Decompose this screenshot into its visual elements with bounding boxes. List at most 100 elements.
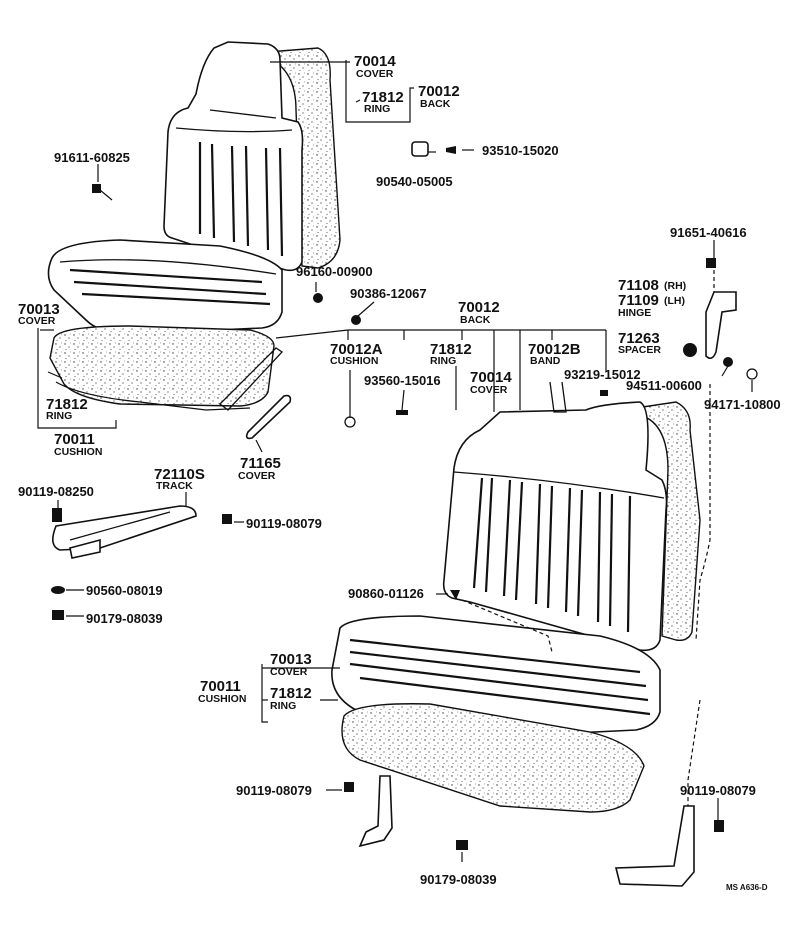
- part-number: 70012B: [528, 341, 581, 358]
- part-number: 70014: [354, 53, 396, 70]
- seat-hinge-right: [614, 805, 695, 887]
- footer-code: MS A636-D: [726, 883, 768, 892]
- bolt-91611-icon: [92, 184, 113, 201]
- bench-seat-cushion-pad: [341, 703, 645, 813]
- part-number: 70012: [418, 83, 460, 100]
- part-name: COVER: [18, 315, 56, 327]
- part-number: 70014: [470, 369, 512, 386]
- part-name: COVER: [270, 666, 308, 678]
- seat-track-assembly: [52, 505, 197, 559]
- callout-93560: 93560-15016: [364, 373, 441, 388]
- part-name: CUSHION: [54, 446, 102, 458]
- leader-lines: [37, 60, 753, 862]
- callout-90179-bottom: 90179-08039: [420, 872, 497, 887]
- callout-90119-08250: 90119-08250: [18, 484, 94, 499]
- part-name: RING: [430, 355, 456, 367]
- part-name: RING: [364, 103, 390, 115]
- callout-90119-08079-br: 90119-08079: [680, 783, 756, 798]
- callout-70012A: 70012A CUSHION: [330, 341, 383, 367]
- ring-icon: [344, 416, 356, 428]
- callout-94511: 94511-00600: [626, 378, 702, 393]
- part-name: CUSHION: [198, 693, 246, 705]
- part-name: RING: [46, 410, 72, 422]
- callout-71109: 71109 (LH) HINGE: [618, 292, 685, 319]
- part-number: 71263: [618, 330, 660, 347]
- callout-71263: 71263 SPACER: [618, 330, 661, 356]
- part-name: BACK: [460, 314, 491, 326]
- callout-70012-mid: 70012 BACK: [458, 299, 500, 326]
- clip-90386-icon: [351, 315, 361, 325]
- callout-71812-left: 71812 RING: [46, 396, 88, 422]
- part-name: HINGE: [618, 307, 651, 319]
- part-name: COVER: [356, 68, 394, 80]
- screw-93219-icon: [600, 390, 608, 396]
- bolt-90119-08079-bl-icon: [344, 782, 354, 792]
- part-name: COVER: [238, 470, 276, 482]
- part-number: 70012: [458, 299, 500, 316]
- bucket-seat-cushion-cover: [47, 239, 283, 335]
- part-number: 71109: [618, 292, 659, 309]
- bucket-seat-frame-rail: [55, 347, 283, 411]
- seat-hinge-left: [358, 775, 393, 848]
- callout-71812-bottom: 71812 RING: [270, 685, 312, 712]
- part-number: 70013: [18, 301, 60, 318]
- part-name: TRACK: [156, 480, 193, 492]
- callout-71165: 71165 COVER: [238, 455, 281, 482]
- bucket-seat-cushion-pad: [49, 325, 275, 407]
- callout-90119-08079-track: 90119-08079: [246, 516, 322, 531]
- part-number: 71165: [240, 455, 281, 472]
- callout-90560: 90560-08019: [86, 583, 163, 598]
- bolt-90119-08079-br-icon: [714, 820, 724, 832]
- callout-70011-bottom: 70011 CUSHION: [198, 678, 246, 705]
- bench-seat-backrest: [442, 401, 668, 652]
- bolt-90119-08250-icon: [52, 508, 62, 522]
- part-name: BACK: [420, 98, 451, 110]
- callout-90386: 90386-12067: [350, 286, 427, 301]
- clip-90860-icon: [450, 590, 460, 600]
- part-number: 70012A: [330, 341, 383, 358]
- callout-70013-bottom: 70013 COVER: [270, 651, 312, 678]
- part-side: (RH): [664, 280, 686, 292]
- bolt-90119-08079-track-icon: [222, 514, 232, 524]
- callout-91611: 91611-60825: [54, 150, 130, 165]
- callout-90540: 90540-05005: [376, 174, 453, 189]
- washer-94171-icon: [746, 368, 758, 380]
- bench-back-side-panel: [635, 401, 701, 642]
- part-number: 72110S: [154, 466, 205, 483]
- callout-70012-top: 70012 BACK: [418, 83, 460, 110]
- bench-headrest-bracket: [549, 381, 567, 413]
- callout-90179-left: 90179-08039: [86, 611, 163, 626]
- callout-70014-top: 70014 COVER: [354, 53, 396, 80]
- callout-90119-08079-bl: 90119-08079: [236, 783, 312, 798]
- part-number: 71812: [362, 89, 404, 106]
- callout-70014-mid: 70014 COVER: [470, 369, 512, 396]
- callout-70012B: 70012B BAND: [528, 341, 581, 367]
- callout-90860: 90860-01126: [348, 586, 424, 601]
- screw-93560-icon: [396, 410, 408, 415]
- callout-91651: 91651-40616: [670, 225, 747, 240]
- nut-90179-left-icon: [52, 610, 64, 620]
- callout-71812-mid: 71812 RING: [430, 341, 472, 367]
- bucket-seat-back-panel: [267, 47, 341, 269]
- clip-90540-icon: [411, 141, 429, 157]
- callout-71108: 71108 (RH): [618, 277, 686, 294]
- side-trim-cover: [245, 394, 292, 440]
- callout-94171: 94171-10800: [704, 397, 781, 412]
- part-name: COVER: [470, 384, 508, 396]
- bucket-seat-backrest: [163, 41, 304, 272]
- part-number: 71108: [618, 277, 659, 294]
- part-number: 70011: [54, 431, 95, 448]
- callout-93510: 93510-15020: [482, 143, 559, 158]
- hinge-bracket: [705, 291, 737, 360]
- grommet-96160-icon: [313, 293, 323, 303]
- screw-93510-icon: [446, 146, 456, 154]
- nut-94511-icon: [723, 357, 733, 367]
- spacer-71263-icon: [683, 343, 697, 357]
- callout-96160: 96160-00900: [296, 264, 373, 279]
- part-name: SPACER: [618, 344, 661, 356]
- part-name: BAND: [530, 355, 561, 367]
- callout-93219: 93219-15012: [564, 367, 641, 382]
- part-side: (LH): [664, 295, 685, 307]
- part-number: 71812: [270, 685, 312, 702]
